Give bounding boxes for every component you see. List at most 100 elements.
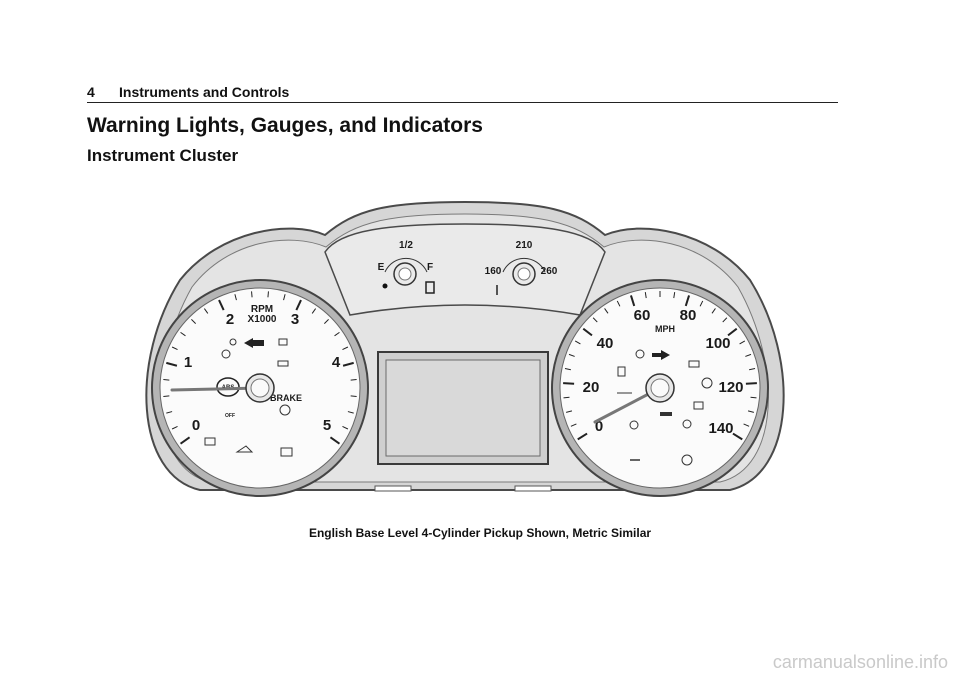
low-fuel-dot-icon <box>382 283 388 289</box>
brake-indicator-label: BRAKE <box>270 393 302 403</box>
dial-tick-mark <box>166 411 173 414</box>
dial-tick-mark <box>644 292 647 299</box>
turn-left-arrow-icon <box>244 338 264 348</box>
dial-tick-mark <box>616 300 621 307</box>
speedo-tick-20: 20 <box>583 379 600 396</box>
tire-pressure-icon <box>701 377 713 389</box>
instrument-cluster-illustration: 0 1 2 3 4 5 RPM X1000 BRAKE ABS OFF 1/2 … <box>145 200 785 497</box>
watermark: carmanualsonline.info <box>772 652 948 672</box>
dial-tick-mark <box>732 432 743 441</box>
dial-tick-mark <box>565 410 573 413</box>
speedo-tick-80: 80 <box>680 307 697 324</box>
dial-tick-mark <box>563 396 570 399</box>
airbag-icon <box>682 419 692 429</box>
seatbelt-icon <box>229 338 237 346</box>
dial-tick-mark <box>234 294 237 301</box>
turn-right-arrow-icon <box>652 350 670 360</box>
dial-tick-mark <box>171 346 178 350</box>
dial-tick-mark <box>582 327 593 337</box>
dial-tick-mark <box>604 308 609 314</box>
glow-plug-icon <box>629 420 639 430</box>
dial-tick-mark <box>251 291 253 298</box>
parking-brake-icon <box>279 404 291 416</box>
dial-tick-mark <box>570 423 577 427</box>
dial-tick-mark <box>745 382 757 385</box>
tach-tick-2: 2 <box>226 311 234 328</box>
dial-tick-mark <box>350 395 357 397</box>
section-title: Instruments and Controls <box>119 84 290 100</box>
fuel-pump-icon <box>425 281 435 294</box>
speedo-tick-120: 120 <box>718 379 743 396</box>
tach-tick-1: 1 <box>184 354 192 371</box>
dial-tick-mark <box>745 353 752 357</box>
fog-lamp-icon <box>681 454 693 466</box>
dial-tick-mark <box>684 295 691 307</box>
dial-tick-mark <box>574 340 581 345</box>
dial-tick-mark <box>166 361 178 367</box>
dial-tick-mark <box>350 379 357 381</box>
dial-tick-mark <box>191 319 197 325</box>
dial-tick-mark <box>267 291 269 298</box>
traction-control-icon <box>221 349 231 359</box>
temp-label-low: 160 <box>485 266 502 277</box>
dial-tick-mark <box>699 300 704 307</box>
dial-tick-mark <box>743 423 750 427</box>
page-heading: Warning Lights, Gauges, and Indicators <box>87 114 483 137</box>
dial-tick-mark <box>203 308 209 314</box>
tach-tick-0: 0 <box>192 417 200 434</box>
dial-tick-mark <box>179 436 191 445</box>
temperature-gauge: 210 160 260 <box>485 240 558 295</box>
tach-tick-5: 5 <box>323 417 331 434</box>
fuel-label-half: 1/2 <box>399 240 413 251</box>
page-number: 4 <box>87 84 95 100</box>
dial-tick-mark <box>163 379 170 381</box>
dial-tick-mark <box>563 382 575 385</box>
offroad-indicator-label: OFF <box>225 413 235 419</box>
speedo-tick-60: 60 <box>634 307 651 324</box>
dial-tick-mark <box>323 319 329 325</box>
dial-tick-mark <box>629 295 636 307</box>
tach-tick-4: 4 <box>332 354 341 371</box>
fuel-label-empty: E <box>378 262 385 273</box>
oil-pressure-icon <box>235 445 254 453</box>
dial-tick-mark <box>311 308 317 314</box>
dial-tick-mark <box>329 436 341 445</box>
dial-tick-mark <box>673 292 676 299</box>
dial-tick-mark <box>163 395 170 397</box>
lane-keep-icon <box>635 349 645 359</box>
dial-tick-mark <box>722 317 728 323</box>
speedo-tick-0: 0 <box>595 418 603 435</box>
figure-caption: English Base Level 4-Cylinder Pickup Sho… <box>308 526 652 540</box>
dial-tick-mark <box>592 317 598 323</box>
dial-tick-mark <box>180 331 186 337</box>
tach-tick-3: 3 <box>291 311 299 328</box>
tach-label-rpm: RPM <box>251 304 273 315</box>
dial-tick-mark <box>711 308 716 314</box>
dial-tick-mark <box>568 353 575 357</box>
dial-tick-mark <box>727 327 738 337</box>
tach-label-x1000: X1000 <box>248 314 277 325</box>
security-icon <box>693 401 704 410</box>
dial-tick-mark <box>564 368 571 371</box>
page-header: 4 Instruments and Controls <box>87 80 838 103</box>
tachometer: 0 1 2 3 4 5 RPM X1000 BRAKE ABS OFF <box>151 279 369 497</box>
page-subheading: Instrument Cluster <box>87 146 239 165</box>
dial-tick-mark <box>295 299 302 311</box>
speedometer: 0 20 40 60 80 100 120 140 MPH <box>551 279 769 497</box>
dial-tick-mark <box>747 410 755 413</box>
temp-label-mid: 210 <box>516 240 533 251</box>
check-engine-icon <box>204 437 216 446</box>
high-beam-icon <box>688 360 700 368</box>
fuel-gauge: 1/2 E F <box>378 240 435 294</box>
dial-tick-mark <box>739 340 746 345</box>
dial-tick-mark <box>342 426 349 430</box>
dial-tick-mark <box>577 432 588 441</box>
vehicle-ahead-icon <box>277 360 289 367</box>
stabilitrak-icon <box>278 338 288 346</box>
dial-tick-mark <box>218 299 225 311</box>
upper-gauge-pod <box>324 223 606 316</box>
speedo-tick-100: 100 <box>705 335 730 352</box>
battery-icon <box>280 447 293 457</box>
dial-tick-mark <box>342 346 349 350</box>
driver-door-icon <box>617 366 626 377</box>
